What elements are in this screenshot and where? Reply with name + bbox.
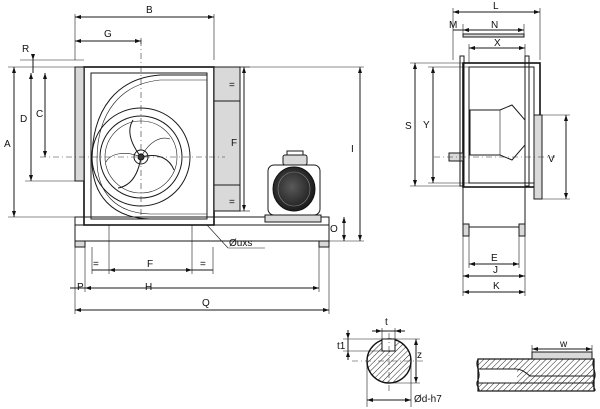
shaft-detail: t t1 z Ød-h7 [337,317,442,407]
dim-G: G [104,29,112,40]
dim-R: R [22,44,29,55]
dim-A: A [4,139,11,150]
side-view: L M N X S Y V E [405,1,570,296]
dim-F-vertical: F [231,138,237,149]
dim-D: D [20,114,27,125]
dim-eq-top: = [229,80,235,91]
dim-I: I [351,144,354,155]
dim-eq-left: = [93,259,99,270]
dim-H: H [145,282,152,293]
dim-P: P [77,282,84,293]
side-dim-Y: Y [423,120,430,131]
shaft-dim-z: z [417,350,422,361]
shaft-dim-t1: t1 [337,341,346,352]
key-dim-w: w [559,339,568,350]
side-dim-S: S [405,121,412,132]
motor [264,150,322,223]
shaft-dim-diameter: Ød-h7 [414,394,442,405]
key-detail: w [476,339,596,392]
front-view: B G R A D C = F = [4,5,364,314]
discharge-plate-right [213,66,241,212]
side-dim-X: X [494,38,501,49]
dim-Q: Q [202,298,210,309]
dim-F-bottom: F [147,259,153,270]
dim-C: C [36,109,43,120]
dim-O: O [330,224,338,235]
keyway [381,338,396,352]
base-frame [74,216,330,242]
dim-eq-right: = [200,259,206,270]
side-dim-L: L [493,1,499,12]
terminal-box [282,154,308,166]
dim-eq-bottom: = [229,197,235,208]
side-dim-K: K [493,281,500,292]
side-dim-M: M [449,20,457,31]
inlet-flange [74,66,85,182]
shaft-side-clear [479,369,517,383]
dim-B: B [146,5,153,16]
side-dim-V: V [548,154,555,165]
inlet-cone [469,104,526,161]
volute-scroll-inner [96,79,207,215]
key [531,351,593,360]
base-foot-left [74,240,86,248]
side-housing-outer [462,62,541,188]
shaft-dim-t: t [385,317,388,328]
side-dim-E: E [491,253,498,264]
side-dim-J: J [493,265,498,276]
motor-fan-cover [272,166,316,212]
impeller-blades [105,119,175,189]
side-dim-N: N [491,20,498,31]
hole-note: Øuxs [229,238,252,249]
base-foot-right [318,240,330,248]
